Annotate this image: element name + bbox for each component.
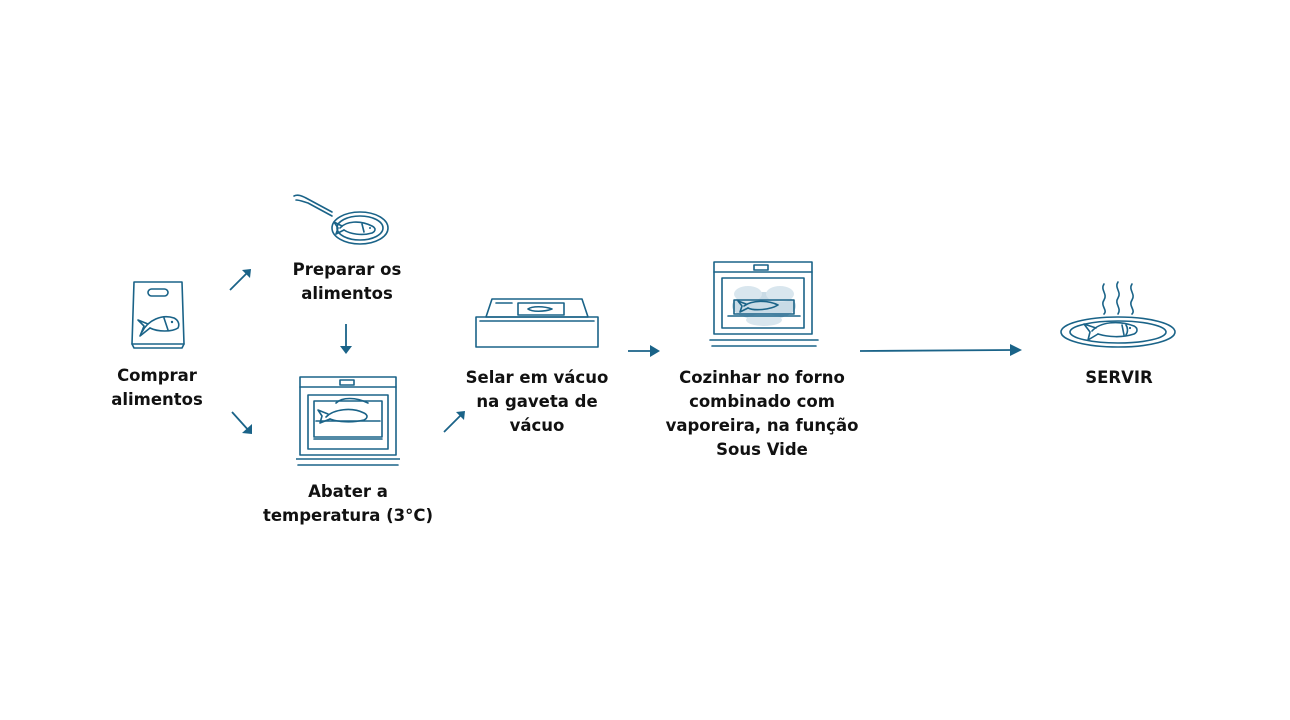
arrow-right-4 — [628, 345, 660, 357]
step-label-serve: SERVIR — [1085, 368, 1153, 387]
arrow-down-2 — [340, 324, 352, 354]
step-label-buy: Comprar alimentos — [111, 366, 203, 409]
step-label-vacuum: Selar em vácuo na gaveta de vácuo — [465, 368, 609, 435]
fish-bag-icon — [128, 278, 188, 350]
step-label-prepare: Preparar os alimentos — [292, 260, 402, 303]
arrow-right-5 — [859, 344, 1022, 356]
arrow-up-right-3 — [443, 411, 465, 433]
frying-pan-icon — [290, 190, 390, 250]
steam-oven-icon — [708, 260, 820, 352]
arrow-up-right-1 — [229, 269, 251, 291]
arrow-down-right-1 — [231, 411, 252, 434]
step-label-chill: Abater a temperatura (3°C) — [262, 482, 434, 525]
vacuum-drawer-icon — [472, 293, 602, 351]
step-label-cook: Cozinhar no forno combinado com vaporeir… — [665, 368, 859, 459]
served-plate-icon — [1058, 280, 1180, 350]
blast-chiller-icon — [296, 375, 400, 469]
